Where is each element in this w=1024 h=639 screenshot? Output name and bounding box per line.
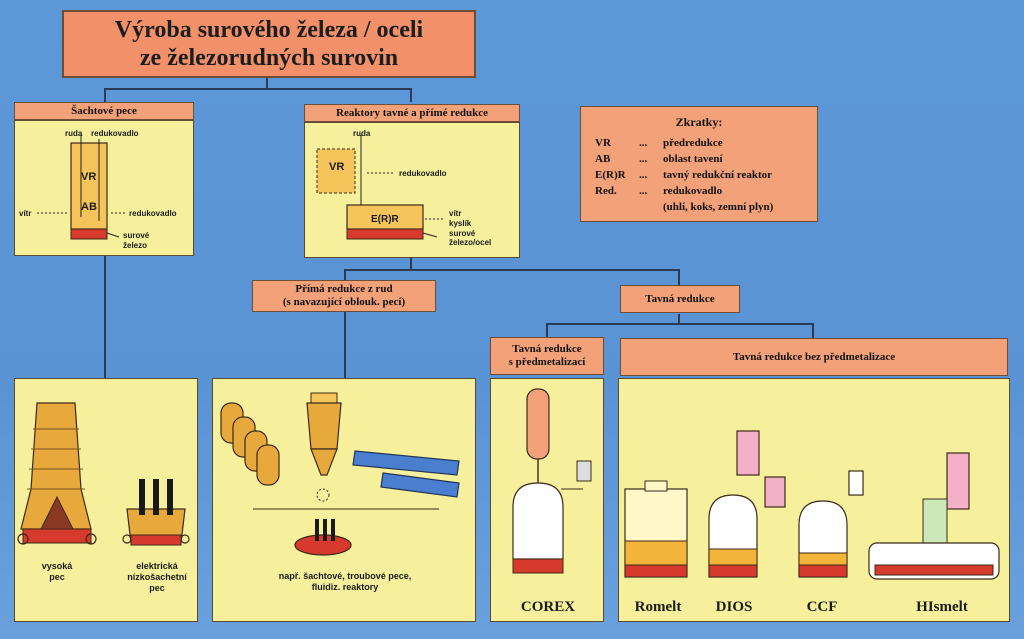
blast-furnace-drawing (17, 402, 190, 546)
legend-desc: tavný redukční reaktor (663, 169, 772, 181)
abbreviations-legend: Zkratky: VR ... předredukce AB ... oblas… (580, 106, 818, 222)
shaft-vr-label: VR (81, 171, 97, 183)
connector (678, 314, 680, 324)
legend-desc: (uhlí, koks, zemní plyn) (663, 201, 774, 213)
no-prereduction-panel: Romelt DIOS CCF HIsmelt (618, 378, 1010, 622)
reactors-label: Reaktory tavné a přímé redukce (304, 104, 520, 122)
title-line-1: Výroba surového železa / oceli (114, 17, 424, 43)
prereduction-line-2: s předmetalizací (508, 356, 586, 368)
smelting-processes-drawing (624, 430, 1000, 580)
reactor-scheme (316, 135, 445, 240)
shaft-surove-label-2: železo (123, 241, 148, 250)
connector (546, 323, 814, 325)
reactor-kyslik-label: kyslík (449, 219, 472, 228)
direct-reduction-panel: např. šachtové, troubové pece, fluidiz. … (212, 378, 476, 622)
shaft-furnaces-label: Šachtové pece (14, 102, 194, 120)
direct-reduction-line-2: (s navazující oblouk. pecí) (282, 296, 406, 308)
reactor-redukovadlo-label: redukovadlo (399, 169, 447, 178)
connector (104, 256, 106, 378)
electric-furnace-caption-2: nízkošachetní (127, 572, 187, 582)
legend-desc: redukovadlo (663, 185, 723, 197)
shaft-ab-label: AB (81, 201, 97, 213)
connector (546, 323, 548, 337)
dios-caption: DIOS (715, 599, 753, 615)
no-prereduction-label: Tavná redukce bez předmetalizace (620, 338, 1008, 376)
shaft-surove-label-1: surové (123, 231, 150, 240)
legend-abbr: VR (595, 137, 611, 149)
shaft-ruda-label: ruda (65, 129, 83, 138)
connector (410, 258, 412, 270)
legend-dots: ... (639, 185, 648, 197)
legend-desc: oblast tavení (663, 153, 723, 165)
corex-panel: COREX (490, 378, 604, 622)
direct-reduction-drawing (220, 392, 460, 556)
legend-desc: předredukce (663, 137, 723, 149)
direct-reduction-caption-1: např. šachtové, troubové pece, (278, 571, 412, 581)
connector (266, 74, 268, 88)
legend-dots: ... (639, 137, 648, 149)
connector (104, 88, 412, 90)
blast-furnace-caption-1: vysoká (41, 561, 73, 571)
direct-reduction-line-1: Přímá redukce z rud (295, 283, 393, 295)
connector (344, 269, 680, 271)
legend-dots: ... (639, 169, 648, 181)
connector (104, 88, 106, 102)
blast-furnace-caption-2: pec (49, 572, 65, 582)
electric-furnace-caption-1: elektrická (136, 561, 178, 571)
romelt-caption: Romelt (634, 599, 682, 615)
shaft-redukovadlo-side-label: redukovadlo (129, 209, 177, 218)
shaft-furnace-scheme (37, 135, 127, 240)
reactor-surove-label-1: surové (449, 229, 476, 238)
legend-abbr: AB (595, 153, 611, 165)
electric-furnace-caption-3: pec (149, 583, 165, 593)
shaft-redukovadlo-top-label: redukovadlo (91, 129, 139, 138)
reactor-scheme-panel: ruda VR redukovadlo E(R)R vítr kyslík su… (304, 122, 520, 258)
shaft-furnace-scheme-panel: ruda redukovadlo VR AB vítr redukovadlo … (14, 120, 194, 256)
direct-reduction-caption-2: fluidiz. reaktory (311, 582, 379, 592)
ccf-caption: CCF (806, 599, 838, 615)
title-line-2: ze železorudných surovin (139, 45, 399, 71)
reactor-vitr-label: vítr (449, 209, 462, 218)
reactor-ruda-label: ruda (353, 129, 371, 138)
shaft-vitr-label: vítr (19, 209, 32, 218)
direct-reduction-label: Přímá redukce z rud (s navazující oblouk… (252, 280, 436, 312)
connector (812, 323, 814, 339)
legend-dots: ... (639, 153, 648, 165)
legend-title: Zkratky: (675, 115, 723, 129)
legend-abbr: Red. (595, 185, 617, 197)
shaft-furnaces-panel: vysoká pec elektrická nízkošachetní pec (14, 378, 198, 622)
hismelt-caption: HIsmelt (916, 599, 968, 615)
smelting-reduction-label: Tavná redukce (620, 285, 740, 313)
corex-caption: COREX (520, 599, 576, 615)
connector (344, 269, 346, 281)
page-title: Výroba surového železa / oceli ze železo… (62, 10, 476, 78)
prereduction-line-1: Tavná redukce (512, 343, 582, 355)
legend-abbr: E(R)R (595, 169, 626, 181)
prereduction-label: Tavná redukce s předmetalizací (490, 337, 604, 375)
reactor-surove-label-2: železo/ocel (449, 238, 492, 247)
connector (344, 312, 346, 380)
reactor-err-label: E(R)R (371, 214, 399, 225)
connector (678, 269, 680, 285)
corex-drawing (512, 388, 592, 574)
reactor-vr-label: VR (329, 161, 345, 173)
connector (410, 88, 412, 102)
